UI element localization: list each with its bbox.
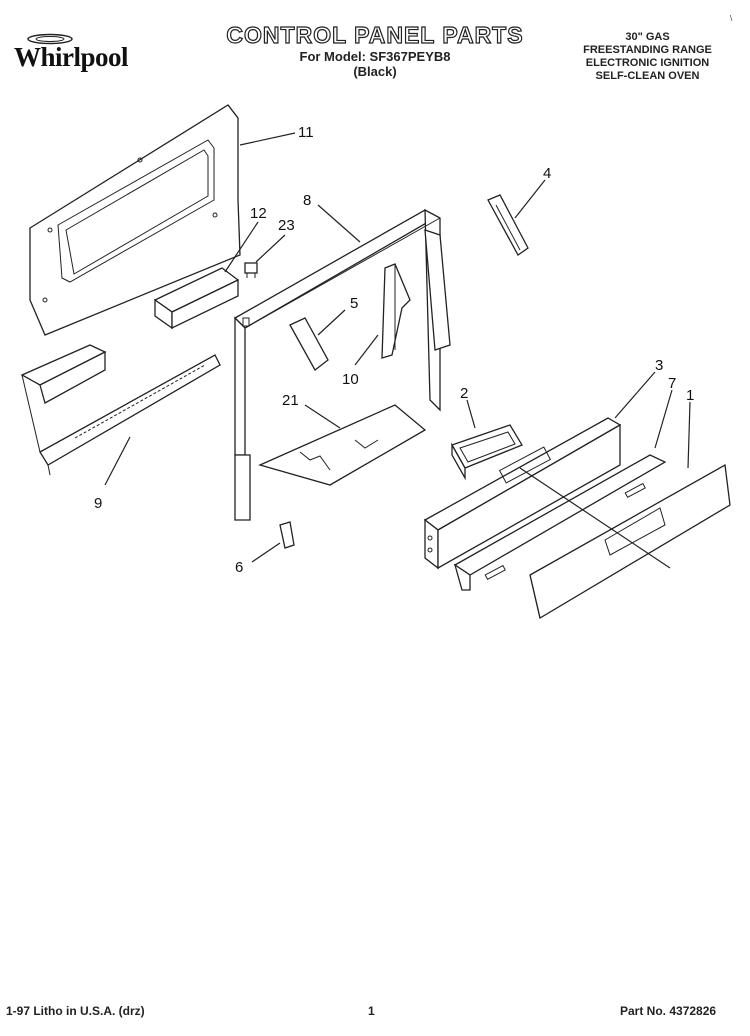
callout-21: 21 <box>282 392 299 409</box>
callout-1: 1 <box>686 387 694 404</box>
leader-1 <box>687 401 691 469</box>
spec-line: SELF-CLEAN OVEN <box>595 70 700 82</box>
model-number: For Model: SF367PEYB8 <box>299 49 451 64</box>
callout-12: 12 <box>250 205 267 222</box>
part-7-channel <box>453 454 667 591</box>
leader-21 <box>304 404 341 429</box>
part-23-clip <box>244 262 258 278</box>
leader-8 <box>317 204 361 243</box>
leader-12 <box>224 221 259 273</box>
callout-2: 2 <box>460 385 468 402</box>
part-8-frame <box>233 208 451 521</box>
model-color: (Black) <box>353 64 397 79</box>
part-5-brace <box>289 317 329 371</box>
leader-3 <box>614 371 656 419</box>
callout-6: 6 <box>235 559 243 576</box>
title-block: CONTROL PANEL PARTS For Model: SF367PEYB… <box>200 21 550 79</box>
page-title: CONTROL PANEL PARTS <box>226 21 524 48</box>
callout-8: 8 <box>303 192 311 209</box>
leader-23 <box>255 234 286 263</box>
leader-9 <box>104 436 131 486</box>
spec-line: ELECTRONIC IGNITION <box>585 57 710 69</box>
part-4-endcap <box>487 194 529 256</box>
callout-5: 5 <box>350 295 358 312</box>
page-number: 1 <box>368 1004 375 1018</box>
callout-11: 11 <box>298 124 314 141</box>
part-9-strip <box>20 344 221 476</box>
leader-10 <box>354 334 379 366</box>
leader-6 <box>251 542 281 563</box>
part-10-bracket <box>381 263 411 359</box>
part-2-control <box>451 424 523 481</box>
callout-4: 4 <box>543 165 551 182</box>
part-11-bracket <box>29 104 241 336</box>
callout-7: 7 <box>668 375 676 392</box>
callout-23: 23 <box>278 217 295 234</box>
callout-9: 9 <box>94 495 102 512</box>
leader-cross <box>519 467 671 569</box>
callout-3: 3 <box>655 357 663 374</box>
part-12-insulation <box>153 267 240 330</box>
leader-11 <box>239 132 296 146</box>
corner-mark: \ <box>730 14 733 23</box>
part-number: Part No. 4372826 <box>620 1004 717 1018</box>
leader-7 <box>654 389 673 449</box>
litho-note: 1-97 Litho in U.S.A. (drz) <box>6 1004 145 1018</box>
logo-swirl-icon <box>27 33 73 45</box>
leader-2 <box>466 399 476 429</box>
brand-name: Whirlpool <box>14 42 129 72</box>
part-3-housing <box>423 417 622 570</box>
whirlpool-logo: Whirlpool <box>10 30 155 72</box>
part-21-shield <box>258 404 427 486</box>
spec-line: 30" GAS <box>625 31 670 43</box>
product-spec: 30" GAS FREESTANDING RANGE ELECTRONIC IG… <box>560 31 735 83</box>
callout-10: 10 <box>342 371 359 388</box>
leader-5 <box>317 309 346 336</box>
part-6-clip <box>279 521 295 549</box>
leader-4 <box>514 179 546 219</box>
spec-line: FREESTANDING RANGE <box>583 44 712 56</box>
